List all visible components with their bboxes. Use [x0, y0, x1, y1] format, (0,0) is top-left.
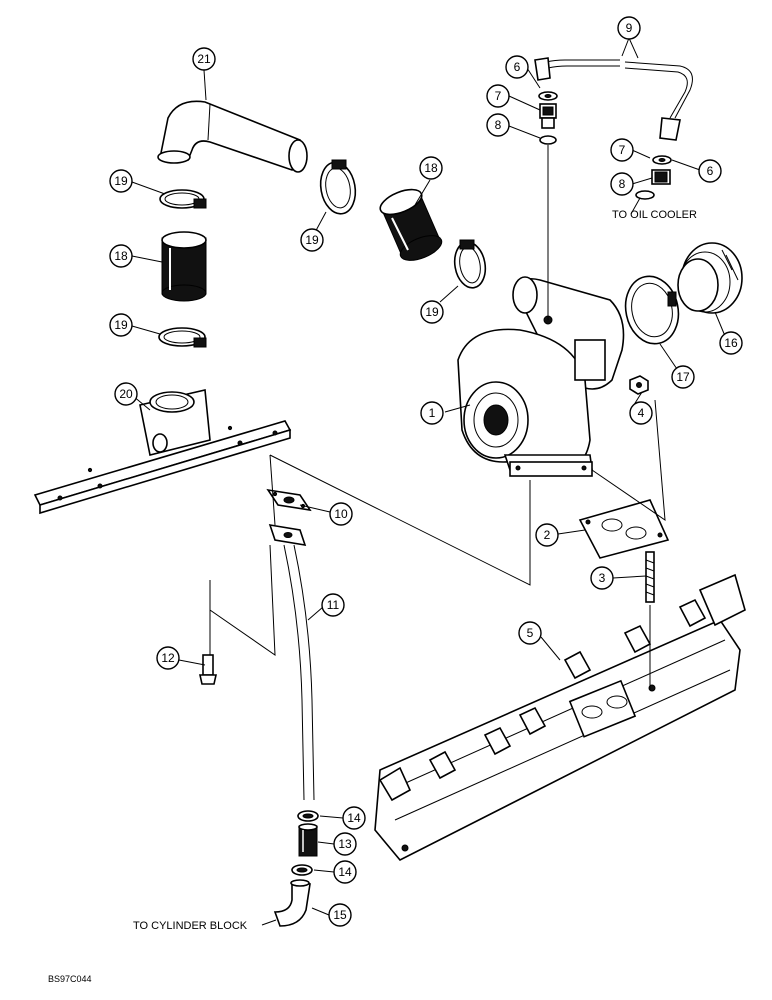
note-to-oil-cooler: TO OIL COOLER [612, 209, 697, 221]
assembly-lines [209, 145, 666, 690]
callout-11: 10 [329, 502, 353, 526]
callout-2: 2 [535, 523, 559, 547]
callout-19-c: 19 [300, 228, 324, 252]
callout-3: 3 [590, 566, 614, 590]
part-14-clamp-upper [297, 810, 319, 822]
svg-text:10: 10 [334, 507, 348, 521]
svg-text:11: 11 [327, 598, 340, 612]
svg-text:1: 1 [429, 406, 436, 420]
callout-14-a: 14 [342, 806, 366, 830]
svg-text:6: 6 [707, 164, 714, 178]
callout-6-a: 6 [505, 55, 529, 79]
callout-17: 21 [192, 47, 216, 71]
part-19-clamp-upper-mid [319, 159, 357, 215]
svg-text:7: 7 [495, 89, 502, 103]
callout-13: 13 [333, 832, 357, 856]
svg-text:16: 16 [724, 336, 738, 350]
callout-16: 20 [114, 382, 138, 406]
svg-text:8: 8 [495, 118, 502, 132]
svg-text:14: 14 [347, 811, 361, 825]
svg-text:8: 8 [619, 177, 626, 191]
part-19-clamp-upper-left [159, 189, 207, 209]
part-7-fitting-lower [651, 169, 671, 185]
svg-text:6: 6 [514, 60, 521, 74]
callout-10: 11 [321, 593, 345, 617]
callout-5: 5 [518, 621, 542, 645]
svg-text:13: 13 [338, 837, 352, 851]
callout-8-a: 8 [486, 113, 510, 137]
part-9-oil-line [534, 57, 693, 141]
svg-text:18: 18 [424, 161, 438, 175]
svg-text:14: 14 [338, 865, 352, 879]
part-8-o-ring-lower [635, 190, 655, 200]
part-6-washer-upper [538, 91, 558, 101]
callout-4: 4 [629, 401, 653, 425]
part-4-nut [629, 375, 649, 395]
callout-7-a: 7 [486, 84, 510, 108]
part-19-clamp-lower-left [158, 327, 207, 348]
part-15-elbow-tube [273, 879, 311, 927]
figure-code: BS97C044 [48, 974, 92, 984]
part-19-clamp-right [453, 239, 487, 289]
part-7-fitting-upper [539, 103, 557, 129]
svg-text:2: 2 [544, 528, 551, 542]
svg-text:5: 5 [527, 626, 534, 640]
callout-9: 9 [617, 16, 641, 40]
part-17-elbow-hose [157, 100, 308, 173]
svg-text:19: 19 [425, 305, 439, 319]
svg-text:19: 19 [114, 318, 128, 332]
part-21-v-band-clamp [624, 275, 680, 345]
callout-1: 1 [420, 401, 444, 425]
part-13-hose [298, 823, 318, 857]
part-18-hose-right [379, 188, 443, 261]
callout-19-a: 19 [109, 169, 133, 193]
part-2-gasket [578, 499, 670, 559]
svg-text:19: 19 [305, 233, 319, 247]
callout-6-b: 6 [698, 159, 722, 183]
svg-text:18: 18 [114, 249, 128, 263]
svg-text:21: 21 [197, 52, 211, 66]
callout-18-a: 18 [109, 244, 133, 268]
part-5-exhaust-manifold [374, 573, 746, 862]
svg-text:3: 3 [599, 571, 606, 585]
callout-20: 16 [719, 331, 743, 355]
part-18-hose-left [161, 231, 207, 302]
callout-19-d: 19 [420, 300, 444, 324]
svg-text:19: 19 [114, 174, 128, 188]
callout-12: 12 [156, 646, 180, 670]
svg-text:4: 4 [638, 406, 645, 420]
svg-text:9: 9 [626, 21, 633, 35]
part-6-washer-lower [652, 155, 672, 165]
part-3-stud [645, 551, 655, 603]
part-10-drain-tube [268, 523, 315, 801]
callout-19-b: 19 [109, 313, 133, 337]
part-1-turbocharger [457, 276, 625, 477]
callout-18-b: 18 [419, 156, 443, 180]
svg-text:7: 7 [619, 143, 626, 157]
part-16-intake-plate [33, 389, 292, 515]
callout-15: 15 [328, 903, 352, 927]
svg-text:17: 17 [676, 370, 690, 384]
callout-7-b: 7 [610, 138, 634, 162]
part-11-drain-gasket [266, 488, 312, 512]
part-20-outlet-adapter [677, 242, 743, 314]
leader-lines [131, 37, 726, 916]
part-12-bolt [199, 654, 217, 685]
part-14-clamp-lower [291, 864, 313, 876]
callout-8-b: 8 [610, 172, 634, 196]
svg-text:15: 15 [333, 908, 347, 922]
callout-21: 17 [671, 365, 695, 389]
svg-text:12: 12 [161, 651, 175, 665]
part-8-o-ring-upper [539, 135, 557, 145]
note-to-cylinder-block: TO CYLINDER BLOCK [133, 920, 248, 932]
callout-14-b: 14 [333, 860, 357, 884]
svg-text:20: 20 [119, 387, 133, 401]
